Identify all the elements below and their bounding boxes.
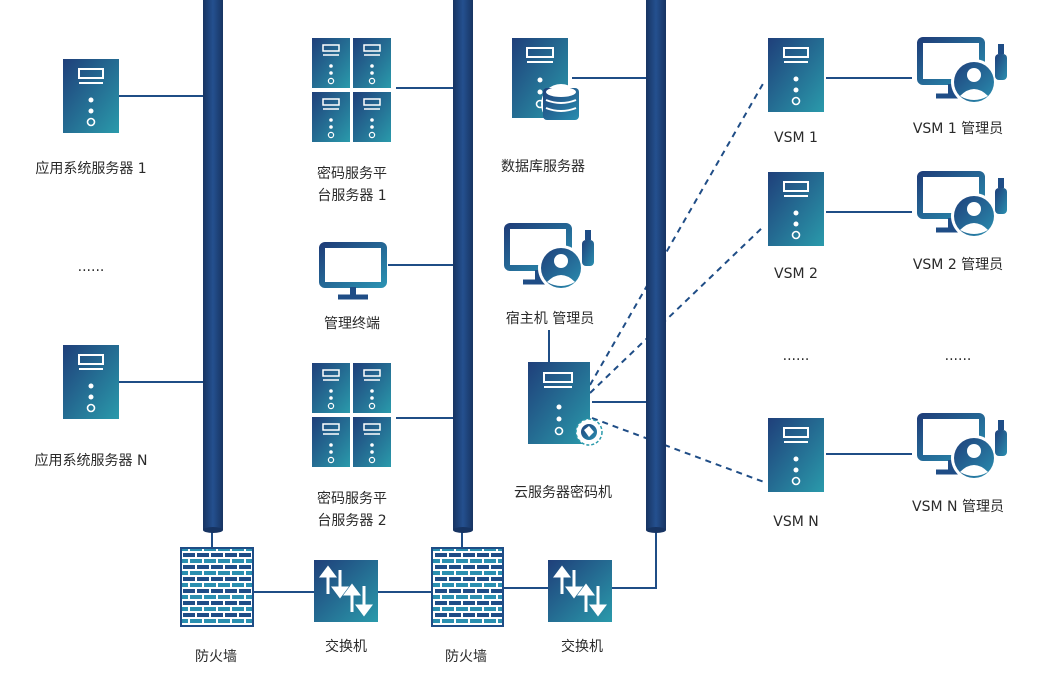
label-app-ellipsis: ...... [77,259,105,275]
bus-3 [646,0,666,533]
admin-workstation-icon [920,40,1007,105]
link-switch2-bus3 [612,532,657,589]
server-cluster-icon [312,363,391,467]
label-vsm-ellipsis: ...... [782,348,810,364]
server-icon [767,417,825,493]
label-mgmt-terminal: 管理终端 [324,316,380,332]
server-icon [528,362,603,446]
label-switch-2: 交换机 [561,639,603,655]
label-vsm-n: VSM N [773,514,819,530]
admin-workstation-icon [507,226,594,291]
firewall-icon [431,547,504,627]
label-db-server: 数据库服务器 [501,159,585,175]
switch-icon [314,560,378,622]
label-cloud-hsm: 云服务器密码机 [514,485,612,501]
label-firewall-2: 防火墙 [445,649,487,665]
database-server-icon [512,38,581,124]
server-icon [62,58,120,134]
label-crypto-platform-1-line2: 台服务器 1 [317,188,387,204]
label-app-server-n: 应用系统服务器 N [34,453,148,469]
label-vsm-1: VSM 1 [774,130,818,146]
switch-icon [548,560,612,622]
label-switch-1: 交换机 [325,639,367,655]
label-host-admin: 宿主机 管理员 [505,311,595,327]
label-vsm-n-admin: VSM N 管理员 [912,499,1004,515]
server-icon [767,37,825,113]
dashed-links [589,81,765,483]
label-admin-ellipsis: ...... [944,348,972,364]
server-icon [767,171,825,247]
monitor-icon [319,242,387,300]
firewall-icon [180,547,254,627]
admin-workstation-icon [920,416,1007,481]
bus-1 [203,0,223,533]
label-vsm-2-admin: VSM 2 管理员 [912,257,1004,273]
label-crypto-platform-1-line1: 密码服务平 [317,166,387,182]
bus-2 [453,0,473,533]
label-vsm-2: VSM 2 [774,266,818,282]
server-cluster-icon [312,38,391,142]
label-app-server-1: 应用系统服务器 1 [35,161,147,177]
admin-workstation-icon [920,174,1007,239]
label-crypto-platform-2-line2: 台服务器 2 [317,513,387,529]
server-icon [62,344,120,420]
dash-hsm-vsm1 [589,81,765,386]
label-firewall-1: 防火墙 [195,649,237,665]
label-crypto-platform-2-line1: 密码服务平 [317,491,387,507]
dash-hsm-vsmn [591,417,765,483]
label-vsm-1-admin: VSM 1 管理员 [912,121,1004,137]
dash-hsm-vsm2 [589,225,765,394]
